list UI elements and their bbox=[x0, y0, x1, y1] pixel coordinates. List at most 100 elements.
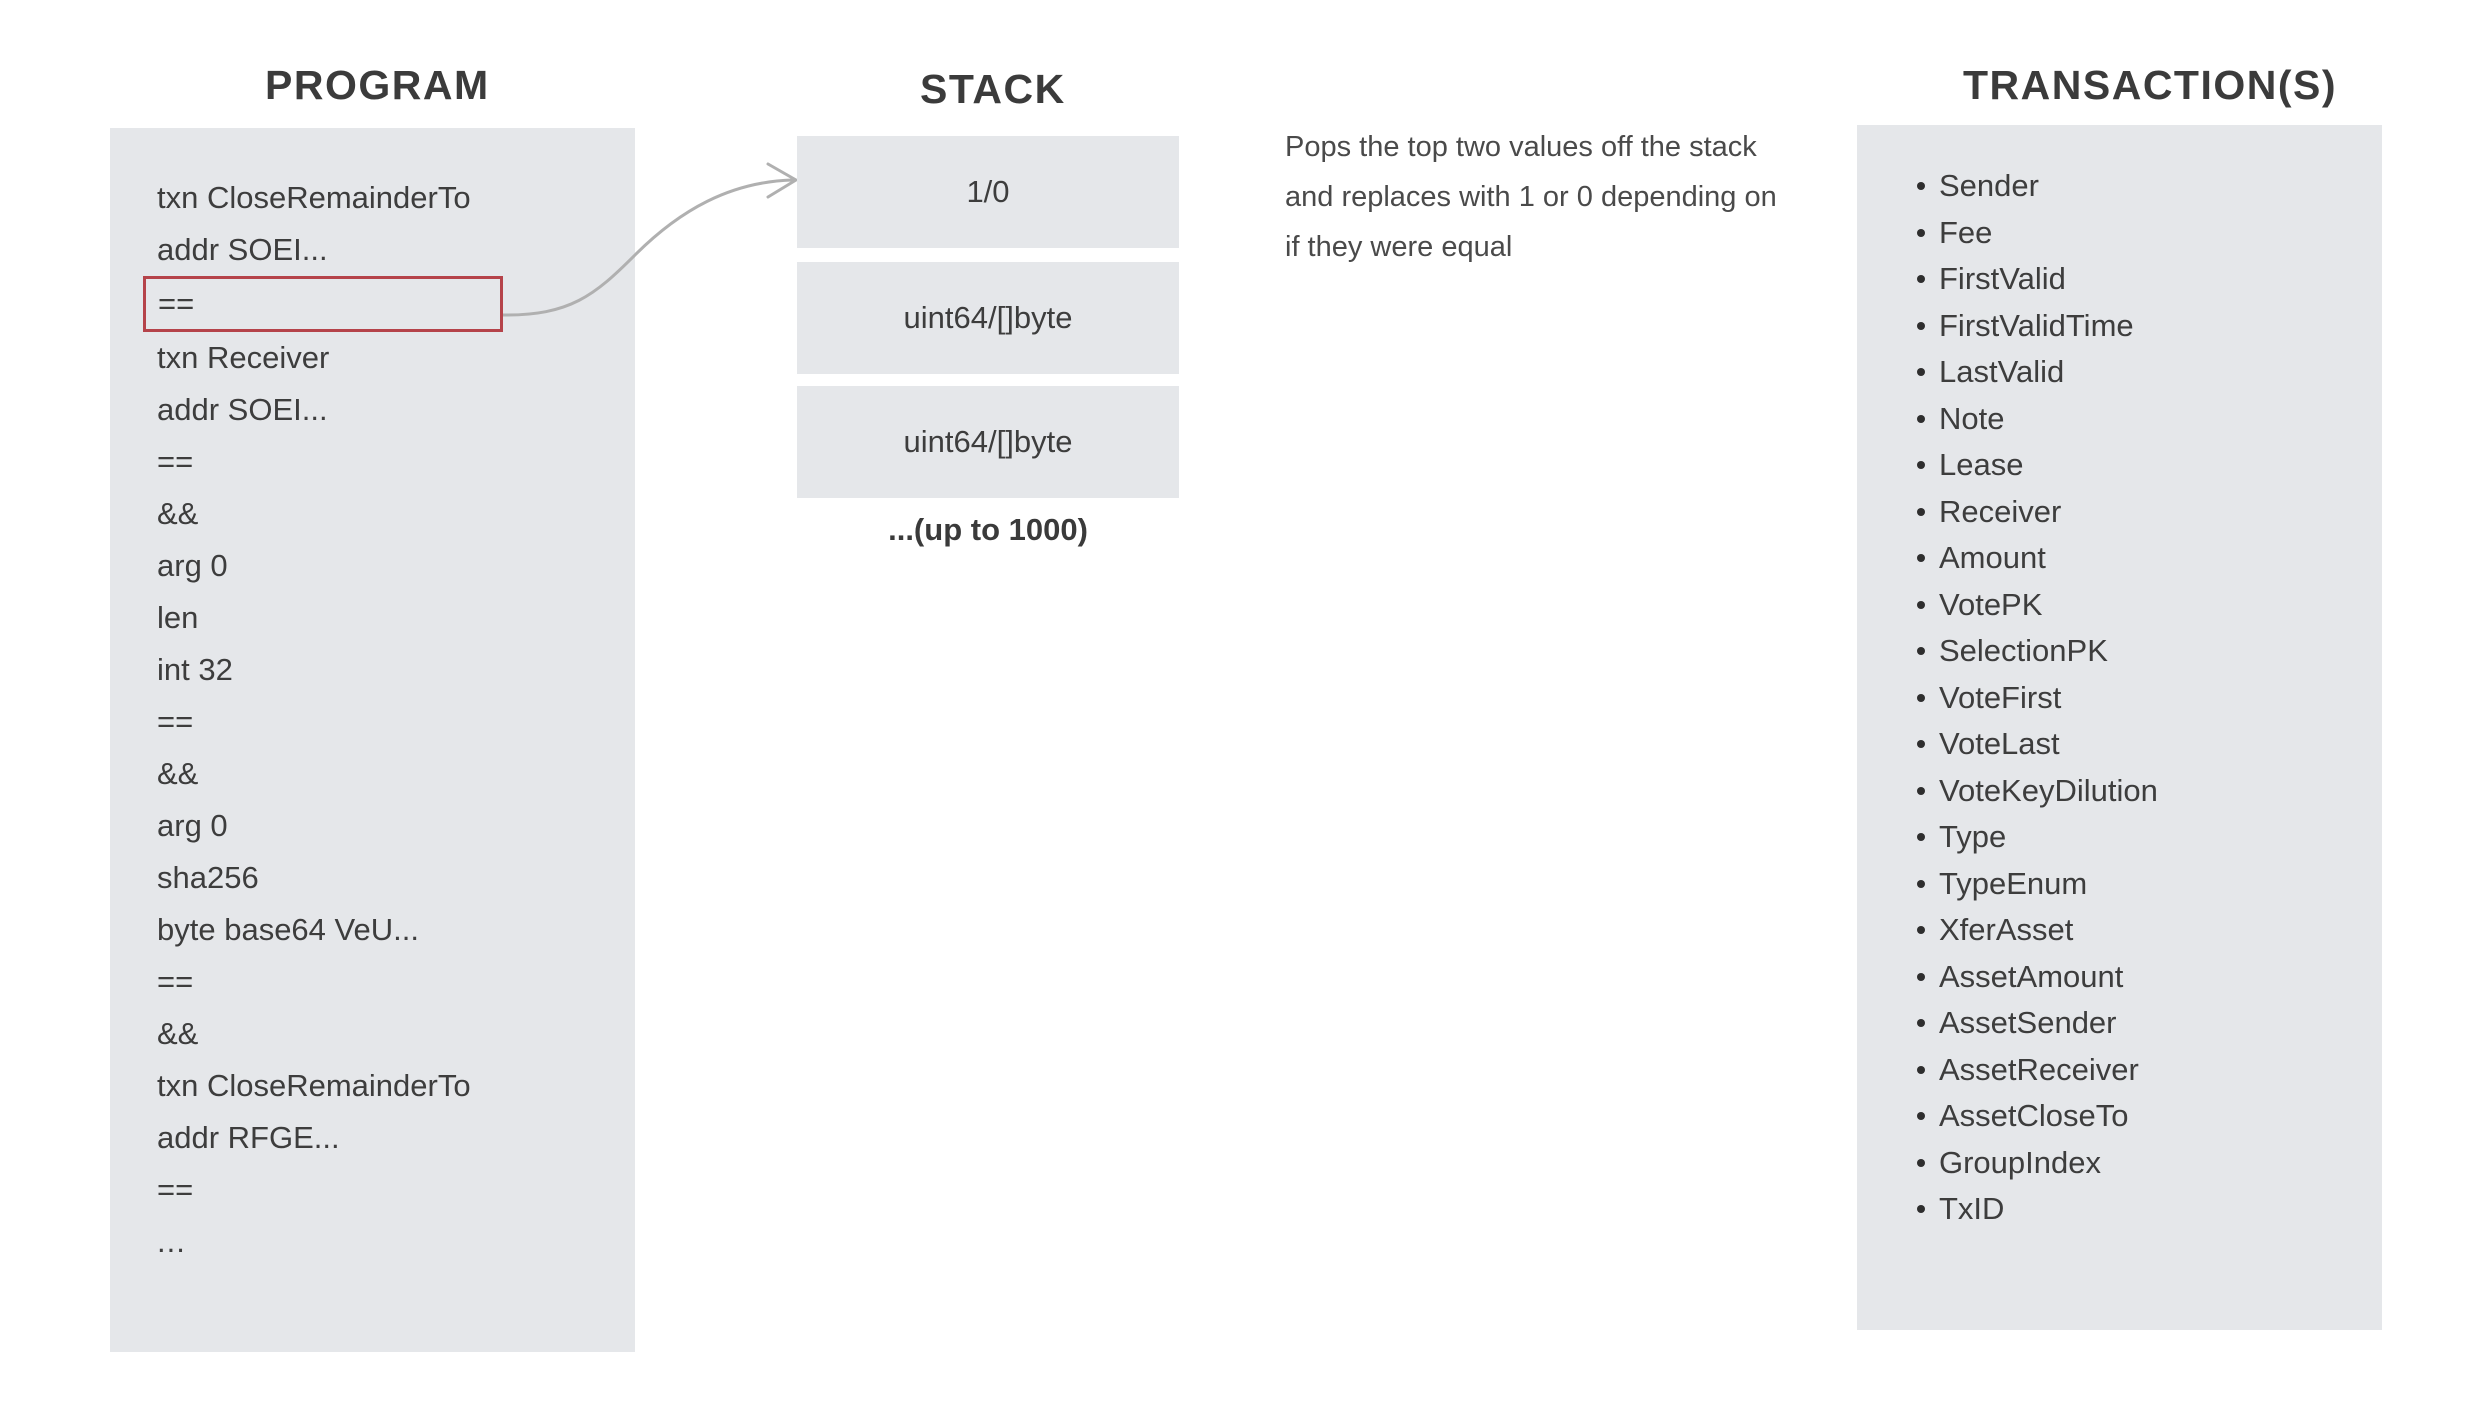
transaction-field-item: FirstValid bbox=[1917, 256, 2367, 303]
transaction-field-label: AssetAmount bbox=[1939, 958, 2124, 994]
annotation-text: Pops the top two values off the stack an… bbox=[1285, 131, 1777, 263]
transaction-field-label: TxID bbox=[1939, 1191, 2005, 1226]
transaction-field-label: VoteKeyDilution bbox=[1939, 772, 2158, 808]
transaction-field-item: AssetCloseTo bbox=[1917, 1093, 2367, 1140]
program-line: len bbox=[157, 600, 199, 635]
bullet-icon bbox=[1917, 1158, 1925, 1167]
bullet-icon bbox=[1917, 507, 1925, 516]
bullet-icon bbox=[1917, 972, 1925, 981]
program-line: addr RFGE... bbox=[157, 1120, 340, 1155]
program-line-highlighted: == bbox=[143, 276, 503, 332]
program-line: arg 0 bbox=[157, 808, 228, 843]
transaction-field-item: Sender bbox=[1917, 163, 2367, 210]
transaction-field-label: Fee bbox=[1939, 214, 1993, 250]
program-line: == bbox=[157, 1172, 194, 1207]
transaction-field-item: VoteFirst bbox=[1917, 675, 2367, 722]
bullet-icon bbox=[1917, 600, 1925, 609]
transaction-field-label: XferAsset bbox=[1939, 912, 2074, 947]
transaction-field-item: AssetReceiver bbox=[1917, 1047, 2367, 1094]
transaction-field-label: Lease bbox=[1939, 447, 2024, 482]
transaction-field-item: Note bbox=[1917, 396, 2367, 443]
transaction-field-item: Type bbox=[1917, 814, 2367, 861]
transaction-field-label: Receiver bbox=[1939, 493, 2062, 529]
bullet-icon bbox=[1917, 228, 1925, 237]
transaction-field-label: Type bbox=[1939, 819, 2007, 854]
bullet-icon bbox=[1917, 740, 1925, 749]
transaction-field-label: TypeEnum bbox=[1939, 865, 2088, 901]
bullet-icon bbox=[1917, 1065, 1925, 1074]
bullet-icon bbox=[1917, 693, 1925, 702]
program-line: arg 0 bbox=[157, 548, 228, 583]
program-line: sha256 bbox=[157, 860, 259, 895]
stack-overflow-label: ...(up to 1000) bbox=[888, 512, 1088, 547]
transaction-field-item: Receiver bbox=[1917, 489, 2367, 536]
program-line: == bbox=[157, 704, 194, 739]
program-instruction-list: txn CloseRemainderTo addr SOEI... == txn Re… bbox=[143, 172, 585, 1268]
transaction-field-label: FirstValidTime bbox=[1939, 307, 2134, 343]
bullet-icon bbox=[1917, 461, 1925, 470]
bullet-icon bbox=[1917, 926, 1925, 935]
transaction-field-item: AssetSender bbox=[1917, 1000, 2367, 1047]
bullet-icon bbox=[1917, 1019, 1925, 1028]
transaction-field-label: SelectionPK bbox=[1939, 633, 2108, 668]
transaction-field-label: FirstValid bbox=[1939, 261, 2066, 296]
transaction-field-label: Sender bbox=[1939, 168, 2039, 203]
transaction-field-item: XferAsset bbox=[1917, 907, 2367, 954]
transaction-field-item: LastValid bbox=[1917, 349, 2367, 396]
bullet-icon bbox=[1917, 833, 1925, 842]
transaction-field-item: GroupIndex bbox=[1917, 1140, 2367, 1187]
transactions-column-title: TRANSACTION(S) bbox=[1963, 62, 2338, 108]
program-line: == bbox=[157, 964, 194, 999]
stack-cell: uint64/[]byte bbox=[797, 262, 1179, 374]
program-line: txn CloseRemainderTo bbox=[157, 180, 471, 215]
transaction-field-item: AssetAmount bbox=[1917, 954, 2367, 1001]
program-line: && bbox=[157, 756, 199, 791]
bullet-icon bbox=[1917, 1205, 1925, 1214]
bullet-icon bbox=[1917, 275, 1925, 284]
program-line: ... bbox=[157, 1224, 186, 1259]
transaction-field-item: FirstValidTime bbox=[1917, 303, 2367, 350]
bullet-icon bbox=[1917, 414, 1925, 423]
transaction-field-label: GroupIndex bbox=[1939, 1144, 2101, 1180]
transaction-field-label: VotePK bbox=[1939, 586, 2043, 622]
stack-column-title: STACK bbox=[920, 66, 1066, 112]
program-line: txn CloseRemainderTo bbox=[157, 1068, 471, 1103]
transaction-field-label: Amount bbox=[1939, 540, 2046, 575]
program-line: byte base64 VeU... bbox=[157, 912, 419, 947]
bullet-icon bbox=[1917, 647, 1925, 656]
program-column-title: PROGRAM bbox=[265, 62, 490, 108]
transaction-field-item: VoteKeyDilution bbox=[1917, 768, 2367, 815]
transaction-field-item: TxID bbox=[1917, 1186, 2367, 1233]
program-line: txn Receiver bbox=[157, 340, 330, 375]
program-line: && bbox=[157, 496, 199, 531]
transaction-field-label: Note bbox=[1939, 400, 2005, 436]
transaction-field-item: Fee bbox=[1917, 210, 2367, 257]
bullet-icon bbox=[1917, 321, 1925, 330]
transactions-panel bbox=[1857, 125, 2382, 1330]
program-panel bbox=[110, 128, 635, 1352]
bullet-icon bbox=[1917, 879, 1925, 888]
transaction-field-label: VoteFirst bbox=[1939, 679, 2062, 715]
transaction-field-label: VoteLast bbox=[1939, 726, 2060, 761]
transaction-field-label: AssetReceiver bbox=[1939, 1051, 2139, 1087]
transaction-field-item: VoteLast bbox=[1917, 721, 2367, 768]
stack-cell: uint64/[]byte bbox=[797, 386, 1179, 498]
program-line: addr SOEI... bbox=[157, 392, 328, 427]
program-line: addr SOEI... bbox=[157, 232, 328, 267]
transaction-field-label: LastValid bbox=[1939, 354, 2065, 389]
transaction-field-item: SelectionPK bbox=[1917, 628, 2367, 675]
bullet-icon bbox=[1917, 786, 1925, 795]
transaction-field-item: Lease bbox=[1917, 442, 2367, 489]
transaction-field-label: AssetCloseTo bbox=[1939, 1098, 2129, 1133]
program-line: == bbox=[157, 444, 194, 479]
program-line: && bbox=[157, 1016, 199, 1051]
transaction-field-item: TypeEnum bbox=[1917, 861, 2367, 908]
transaction-field-item: Amount bbox=[1917, 535, 2367, 582]
bullet-icon bbox=[1917, 554, 1925, 563]
stack-cell-top: 1/0 bbox=[797, 136, 1179, 248]
transaction-field-item: VotePK bbox=[1917, 582, 2367, 629]
program-line: int 32 bbox=[157, 652, 233, 687]
bullet-icon bbox=[1917, 182, 1925, 191]
bullet-icon bbox=[1917, 1112, 1925, 1121]
